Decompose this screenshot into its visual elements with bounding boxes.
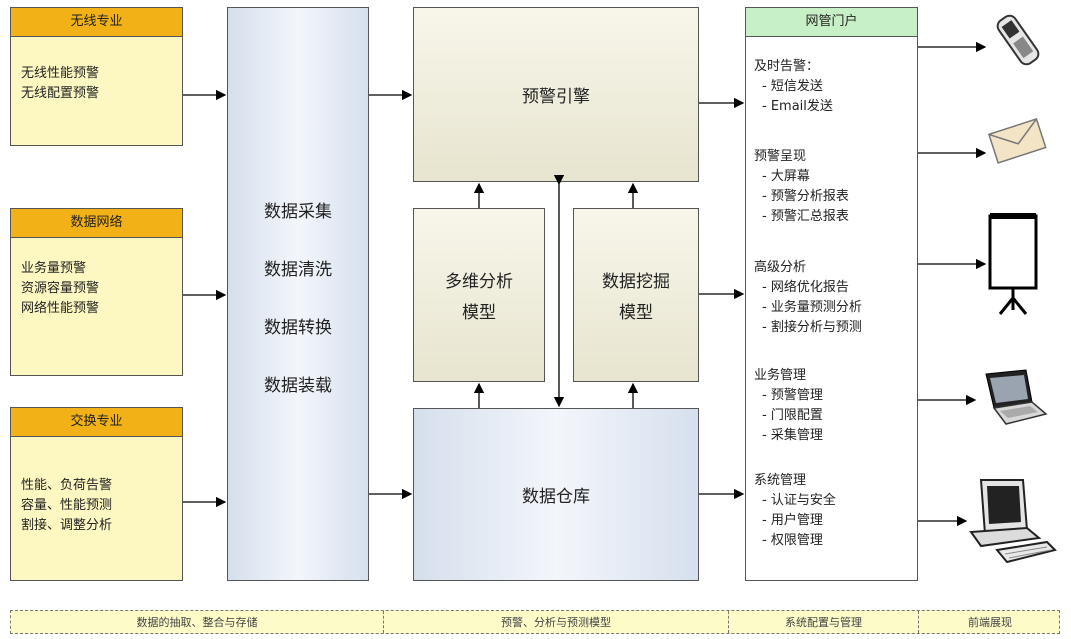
multidim-model-box: 多维分析 模型 <box>413 208 545 382</box>
mobile-phone-icon <box>996 14 1040 66</box>
section-item: - 预警管理 <box>762 388 823 403</box>
processing-step: 数据转换 <box>264 318 332 338</box>
envelope-icon <box>987 118 1047 164</box>
section-item: - 业务量预测分析 <box>762 300 862 315</box>
section-title: 系统管理 <box>754 473 807 488</box>
source-line: 性能、负荷告警 <box>21 478 113 493</box>
section-item: - 割接分析与预测 <box>762 320 862 335</box>
processing-step: 数据装载 <box>264 376 332 396</box>
warning-engine-label: 预警引擎 <box>522 87 590 107</box>
processing-step: 数据采集 <box>264 202 332 222</box>
source-line: 无线性能预警 <box>21 66 100 81</box>
section-item: - Email发送 <box>762 99 833 114</box>
portal-section-alerts: 及时告警： - 短信发送 - Email发送 <box>754 57 833 117</box>
bottom-bar-cell: 前端展现 <box>968 616 1012 629</box>
data-processing-column: 数据采集 数据清洗 数据转换 数据装载 <box>227 7 369 581</box>
source-title: 交换专业 <box>11 408 182 437</box>
portal-section-system: 系统管理 - 认证与安全 - 用户管理 - 权限管理 <box>754 471 836 551</box>
bottom-bar-cell: 系统配置与管理 <box>729 611 919 633</box>
section-title: 及时告警： <box>754 59 820 74</box>
bottom-bar-cell: 预警、分析与预测模型 <box>384 611 729 633</box>
source-box-wireless: 无线专业 无线性能预警 无线配置预警 <box>10 7 183 146</box>
bottom-bar-cell: 数据的抽取、整合与存储 <box>11 611 384 633</box>
source-line: 资源容量预警 <box>21 281 100 296</box>
mining-model-box: 数据挖掘 模型 <box>573 208 699 382</box>
source-title: 无线专业 <box>11 8 182 37</box>
section-item: - 采集管理 <box>762 428 823 443</box>
laptop-icon <box>985 369 1048 425</box>
model-label: 多维分析 <box>445 272 513 292</box>
section-item: - 用户管理 <box>762 513 823 528</box>
section-title: 业务管理 <box>754 368 807 383</box>
processing-step: 数据清洗 <box>264 260 332 280</box>
source-line: 无线配置预警 <box>21 86 100 101</box>
data-warehouse-box: 数据仓库 <box>413 408 699 581</box>
section-item: - 预警分析报表 <box>762 189 849 204</box>
source-line: 容量、性能预测 <box>21 498 113 513</box>
portal-title: 网管门户 <box>746 8 917 37</box>
source-box-switching: 交换专业 性能、负荷告警 容量、性能预测 割接、调整分析 <box>10 407 183 581</box>
desktop-computer-icon <box>969 479 1057 564</box>
bottom-bar: 数据的抽取、整合与存储 预警、分析与预测模型 系统配置与管理 前端展现 <box>10 610 1060 634</box>
section-title: 高级分析 <box>754 260 807 275</box>
portal-section-analysis: 高级分析 - 网络优化报告 - 业务量预测分析 - 割接分析与预测 <box>754 258 862 338</box>
source-title: 数据网络 <box>11 209 182 238</box>
source-line: 割接、调整分析 <box>21 518 113 533</box>
model-label: 模型 <box>462 303 496 323</box>
source-lines: 无线性能预警 无线配置预警 <box>21 64 99 104</box>
data-warehouse-label: 数据仓库 <box>522 487 590 507</box>
portal-section-display: 预警呈现 - 大屏幕 - 预警分析报表 - 预警汇总报表 <box>754 147 849 227</box>
portal-section-business: 业务管理 - 预警管理 - 门限配置 - 采集管理 <box>754 366 823 446</box>
section-title: 预警呈现 <box>754 149 807 164</box>
section-item: - 网络优化报告 <box>762 280 849 295</box>
source-lines: 性能、负荷告警 容量、性能预测 割接、调整分析 <box>21 476 112 536</box>
section-item: - 大屏幕 <box>762 169 810 184</box>
source-line: 网络性能预警 <box>21 301 100 316</box>
section-item: - 门限配置 <box>762 408 823 423</box>
section-item: - 预警汇总报表 <box>762 209 849 224</box>
portal-box: 网管门户 及时告警： - 短信发送 - Email发送 预警呈现 - 大屏幕 -… <box>745 7 918 581</box>
projector-screen-icon <box>988 213 1038 315</box>
source-line: 业务量预警 <box>21 261 87 276</box>
section-item: - 权限管理 <box>762 533 823 548</box>
model-label: 模型 <box>619 303 653 323</box>
section-item: - 认证与安全 <box>762 493 836 508</box>
model-label: 数据挖掘 <box>602 272 670 292</box>
source-box-datanet: 数据网络 业务量预警 资源容量预警 网络性能预警 <box>10 208 183 376</box>
section-item: - 短信发送 <box>762 79 823 94</box>
source-lines: 业务量预警 资源容量预警 网络性能预警 <box>21 259 99 319</box>
